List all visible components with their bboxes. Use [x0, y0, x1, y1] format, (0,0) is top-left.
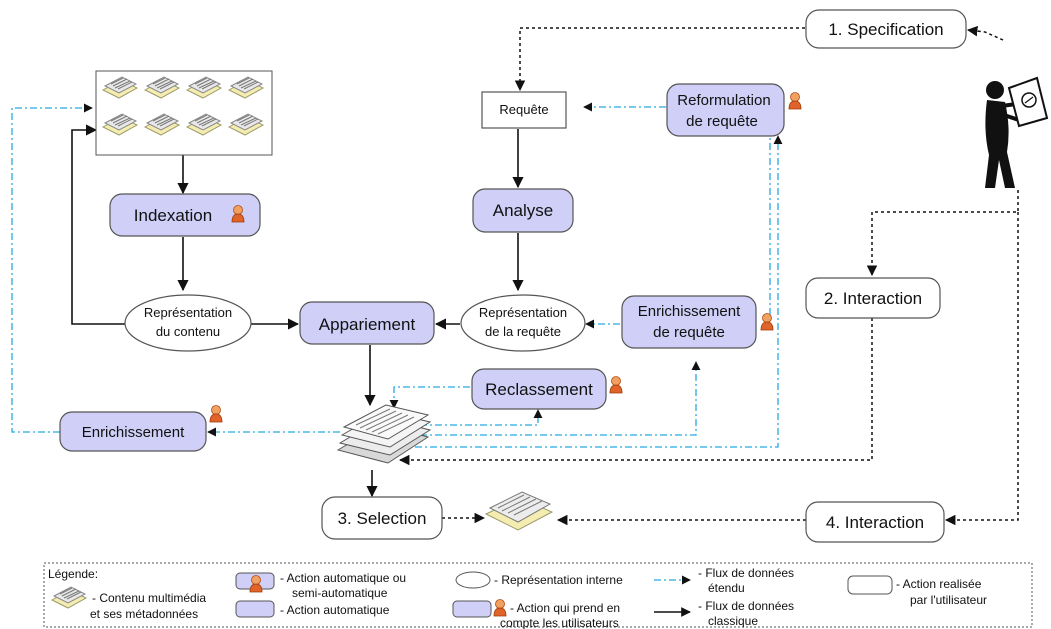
reformulation-node: Reformulation de requête — [666, 83, 802, 137]
query-enrichment-line2: de requête — [653, 324, 725, 341]
reformulation-label-line2: de requête — [686, 113, 758, 130]
edge-resultats-enrichissement-requete — [405, 361, 701, 436]
content-representation-line1: Représentation — [144, 305, 232, 320]
appariement-label: Appariement — [319, 315, 416, 334]
extended-flows — [11, 102, 783, 448]
edge-enrichissement-contenu — [11, 103, 93, 433]
interaction4-label: 4. Interaction — [826, 513, 924, 532]
requete-node: Requête — [481, 91, 567, 129]
enrichissement-label: Enrichissement — [82, 424, 185, 441]
interaction2-label: 2. Interaction — [824, 289, 922, 308]
edge-user-specification — [966, 25, 1004, 41]
document-stack-icon — [336, 404, 432, 464]
content-representation-node: Représentation du contenu — [124, 294, 252, 352]
query-enrichment-line1: Enrichissement — [638, 303, 741, 320]
selected-document-icon — [484, 491, 554, 531]
user-icon — [609, 376, 623, 394]
interaction4-node: 4. Interaction — [805, 501, 945, 543]
legend-action-utilisateurs-line1: - Action qui prend en — [510, 601, 620, 615]
reformulation-label-line1: Reformulation — [677, 92, 770, 109]
appariement-node: Appariement — [299, 301, 435, 345]
enrichissement-node: Enrichissement — [59, 405, 223, 452]
indexation-node: Indexation — [109, 193, 261, 237]
edge-user-interaction4 — [944, 212, 1019, 526]
legend-repr-interne: - Représentation interne — [494, 573, 623, 587]
analyse-label: Analyse — [493, 201, 553, 220]
specification-label: 1. Specification — [828, 20, 943, 39]
user-icon — [760, 313, 774, 331]
query-representation-node: Représentation de la requête — [460, 294, 586, 352]
edge-reclassement-resultats — [389, 386, 470, 409]
analyse-node: Analyse — [472, 188, 574, 233]
requete-label: Requête — [499, 102, 548, 117]
user-flows — [398, 25, 1019, 526]
legend-action-utilisateur-line1: - Action realisée — [896, 577, 982, 591]
reclassement-node: Reclassement — [471, 368, 623, 410]
multimedia-content-collection — [95, 70, 273, 156]
legend: Légende: - Contenu multimédia et ses mét… — [43, 562, 1033, 629]
query-representation-line2: de la requête — [485, 324, 561, 339]
legend-flux-etendu-line2: étendu — [708, 581, 745, 595]
query-representation-line1: Représentation — [479, 305, 567, 320]
edge-interaction2-resultats — [398, 318, 873, 466]
selection-node: 3. Selection — [321, 496, 443, 540]
legend-flux-classique-line1: - Flux de données — [698, 599, 794, 613]
interaction2-node: 2. Interaction — [805, 277, 941, 319]
reclassement-label: Reclassement — [485, 380, 593, 399]
query-enrichment-node: Enrichissement de requête — [621, 295, 774, 349]
legend-action-utilisateurs-line2: compte les utilisateurs — [500, 616, 619, 629]
edge-resultats-reformulation — [400, 135, 783, 448]
indexation-label: Indexation — [134, 206, 212, 225]
selection-label: 3. Selection — [338, 509, 427, 528]
user-icon — [788, 92, 802, 110]
legend-action-auto: - Action automatique — [280, 603, 390, 617]
legend-flux-classique-line2: classique — [708, 614, 758, 628]
legend-title: Légende: — [48, 567, 98, 581]
content-representation-line2: du contenu — [156, 324, 220, 339]
edge-representation-content-loop — [71, 124, 125, 325]
classic-flows — [71, 124, 524, 498]
user-icon — [209, 405, 223, 423]
legend-contenu-line1: - Contenu multimédia — [92, 591, 206, 605]
legend-action-auto-semi-line2: semi-automatique — [292, 586, 388, 600]
legend-flux-etendu-line1: - Flux de données — [698, 566, 794, 580]
person-with-document-icon — [985, 76, 1049, 188]
legend-action-utilisateur-line2: par l'utilisateur — [910, 593, 987, 607]
legend-contenu-line2: et ses métadonnées — [90, 607, 198, 621]
edge-specification-requete — [514, 27, 805, 92]
edge-user-interaction2 — [866, 190, 1019, 277]
specification-node: 1. Specification — [805, 9, 967, 49]
legend-action-auto-semi-line1: - Action automatique ou — [280, 571, 406, 585]
